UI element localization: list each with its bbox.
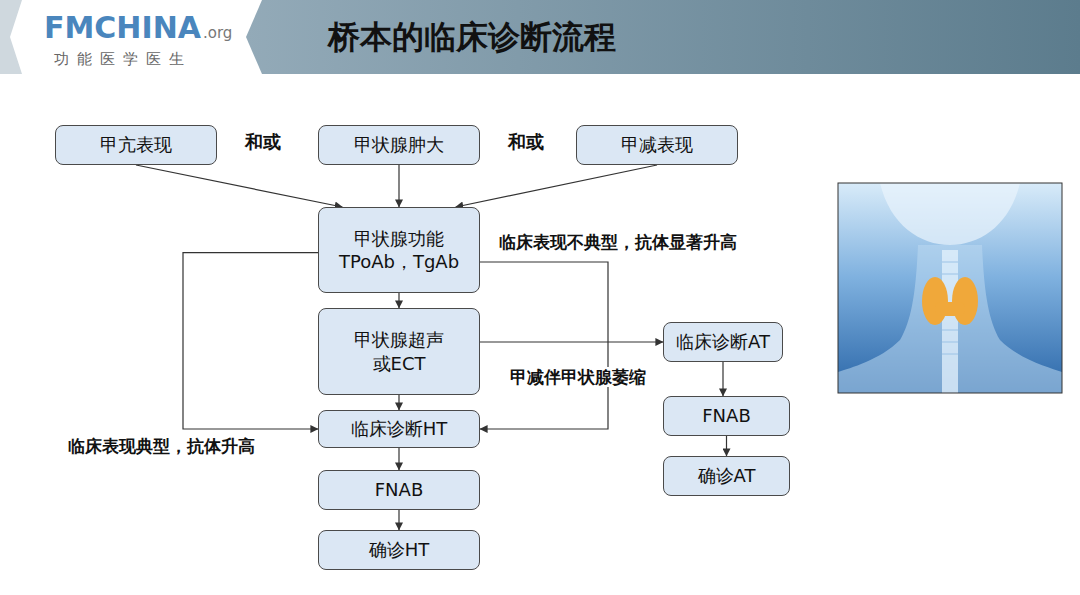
- box-text: 甲状腺肿大: [354, 133, 444, 156]
- flow-arrow: [183, 253, 318, 429]
- flow-arrow: [398, 510, 399, 530]
- flow-arrow: [722, 362, 723, 396]
- process-box: 甲状腺肿大: [318, 125, 480, 165]
- connector-note: 和或: [508, 130, 544, 154]
- header-band: [0, 0, 22, 74]
- logo-text: .org: [203, 24, 232, 42]
- flow-arrow: [726, 436, 727, 456]
- logo-text: 功能医学医生: [54, 50, 192, 69]
- title: 桥本的临床诊断流程: [328, 16, 616, 60]
- flow-arrow: [480, 262, 608, 429]
- process-box: 甲亢表现: [55, 125, 217, 165]
- flow-arrow: [456, 165, 657, 207]
- process-box: FNAB: [663, 396, 790, 436]
- box-text: FNAB: [375, 478, 423, 501]
- box-text: 确诊AT: [698, 464, 756, 487]
- box-text: FNAB: [702, 404, 750, 427]
- flow-arrow: [398, 448, 399, 470]
- flow-arrow: [398, 165, 399, 207]
- box-text: 确诊HT: [369, 538, 430, 561]
- flow-arrow: [136, 165, 342, 207]
- box-text: 甲减表现: [621, 133, 693, 156]
- box-text: 临床诊断AT: [676, 330, 770, 353]
- box-text: 甲亢表现: [100, 133, 172, 156]
- connector-note: 和或: [245, 130, 281, 154]
- box-text: 甲状腺功能 TPoAb，TgAb: [335, 227, 463, 274]
- process-box: 甲状腺功能 TPoAb，TgAb: [318, 207, 480, 293]
- edge-label: 临床表现典型，抗体升高: [66, 436, 257, 456]
- process-box: 确诊AT: [663, 456, 790, 496]
- flow-arrow: [480, 341, 663, 342]
- thyroid: [922, 277, 948, 325]
- flow-arrow: [398, 293, 399, 308]
- process-box: 确诊HT: [318, 530, 480, 570]
- edge-label: 临床表现不典型，抗体显著升高: [497, 232, 739, 252]
- header-band: [246, 0, 1080, 74]
- process-box: 临床诊断AT: [663, 322, 783, 362]
- thyroid: [952, 277, 978, 325]
- box-text: 临床诊断HT: [351, 417, 448, 440]
- logo-text: FMCHINA: [44, 10, 201, 45]
- process-box: 甲减表现: [576, 125, 738, 165]
- flow-arrow: [398, 395, 399, 410]
- process-box: 甲状腺超声 或ECT: [318, 308, 480, 395]
- neck-illustration: [838, 183, 1062, 393]
- process-box: FNAB: [318, 470, 480, 510]
- process-box: 临床诊断HT: [318, 410, 480, 448]
- edge-label: 甲减伴甲状腺萎缩: [508, 367, 648, 387]
- box-text: 甲状腺超声 或ECT: [335, 328, 463, 375]
